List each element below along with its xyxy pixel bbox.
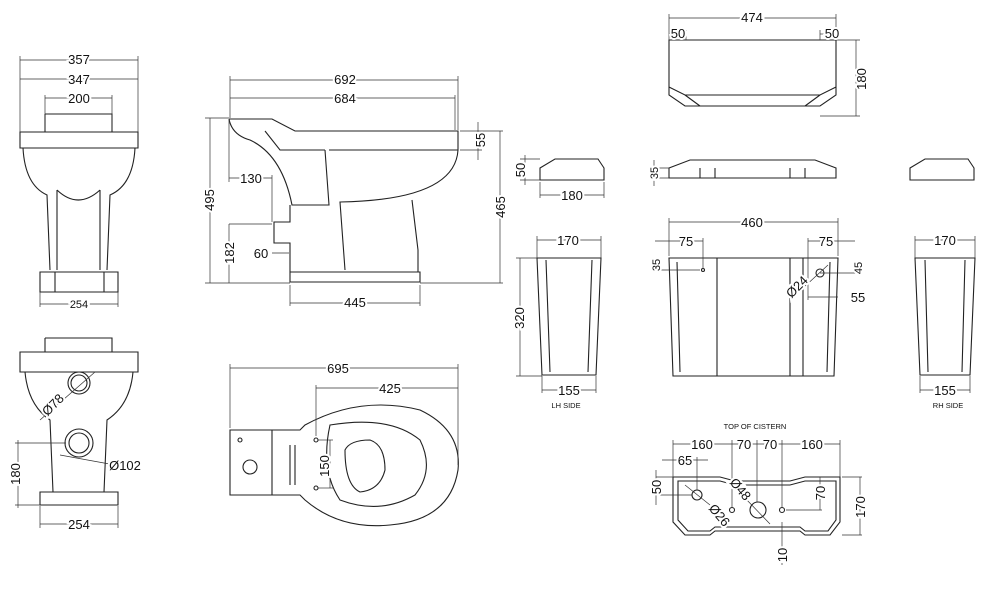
dim-outlet-height: 180: [8, 463, 23, 485]
dim-lid-right-inset: 50: [825, 26, 839, 41]
dim-seat-fixing-centres: 150: [317, 455, 332, 477]
cistern-top-label: TOP OF CISTERN: [724, 422, 787, 431]
dim-70-depth: 70: [813, 486, 828, 500]
cistern-lid: 474 50 50 180 50 180 35: [511, 8, 975, 205]
dim-pan-length: 425: [379, 381, 401, 396]
dim-rim-height: 465: [493, 196, 508, 218]
dim-left-offset: 75: [679, 234, 693, 249]
dim-inlet-width: 200: [68, 91, 90, 106]
dim-overall-width: 357: [68, 52, 90, 67]
dim-hole-large: Ø48: [727, 475, 754, 503]
dim-70-left: 70: [737, 437, 751, 452]
dim-160-right: 160: [801, 437, 823, 452]
side-view: 692 684 55 495 465 130 182 60 445: [200, 70, 510, 312]
dim-rh-top-width: 170: [934, 233, 956, 248]
dim-rh-bottom-width: 155: [934, 383, 956, 398]
dim-top-depth: 170: [853, 496, 868, 518]
cistern-front: 460 75 75 35 45 55 Ø24: [649, 213, 867, 377]
dim-10: 10: [775, 548, 790, 562]
dim-hole-small: Ø26: [706, 501, 733, 529]
dim-lh-bottom-width: 155: [558, 383, 580, 398]
dim-lid-depth: 180: [854, 68, 869, 90]
cistern-rh-side: 170 155 RH SIDE: [914, 231, 976, 410]
dim-lid-width: 474: [741, 10, 763, 25]
plan-view: 695 425 150: [229, 359, 459, 527]
front-view: 357 347 200 254: [19, 50, 139, 313]
lh-side-label: LH SIDE: [551, 401, 580, 410]
dim-rear-base-width: 254: [68, 517, 90, 532]
cistern-lh-side: 170 320 155 LH SIDE: [510, 231, 602, 410]
dim-160-left: 160: [691, 437, 713, 452]
rh-side-label: RH SIDE: [933, 401, 963, 410]
dim-bowl-length: 684: [334, 91, 356, 106]
dim-rim-width: 347: [68, 72, 90, 87]
dim-cistern-height: 320: [512, 307, 527, 329]
dim-hole-diameter: Ø24: [783, 273, 811, 301]
dim-outlet-height: 182: [222, 242, 237, 264]
dim-hole-top-right: 45: [853, 262, 865, 274]
dim-outlet-setback: 130: [240, 171, 262, 186]
rear-view: Ø78 Ø102 180 254: [6, 337, 143, 534]
dim-overall-height: 495: [202, 189, 217, 211]
dim-rim-depth: 55: [473, 133, 488, 147]
dim-lid-front-height: 35: [649, 167, 661, 179]
dim-plan-overall-length: 695: [327, 361, 349, 376]
dim-hole-side: 55: [851, 290, 865, 305]
dim-lid-left-inset: 50: [671, 26, 685, 41]
dim-outlet-diameter: Ø102: [109, 458, 141, 473]
dim-lh-top-width: 170: [557, 233, 579, 248]
dim-lid-side-height: 50: [513, 163, 528, 177]
dim-cistern-width: 460: [741, 215, 763, 230]
dim-outlet-projection: 60: [254, 246, 268, 261]
dim-base-length: 445: [344, 295, 366, 310]
dim-base-width: 254: [70, 299, 88, 311]
dim-70-right: 70: [763, 437, 777, 452]
dim-65: 65: [678, 453, 692, 468]
cistern-top-view: TOP OF CISTERN 160 70 70 160 65 50 Ø48 Ø…: [647, 422, 870, 565]
dim-hole-top: 35: [651, 259, 663, 271]
dim-overall-length: 692: [334, 72, 356, 87]
dim-lid-side-depth: 180: [561, 188, 583, 203]
dim-50: 50: [649, 480, 664, 494]
dim-right-offset: 75: [819, 234, 833, 249]
